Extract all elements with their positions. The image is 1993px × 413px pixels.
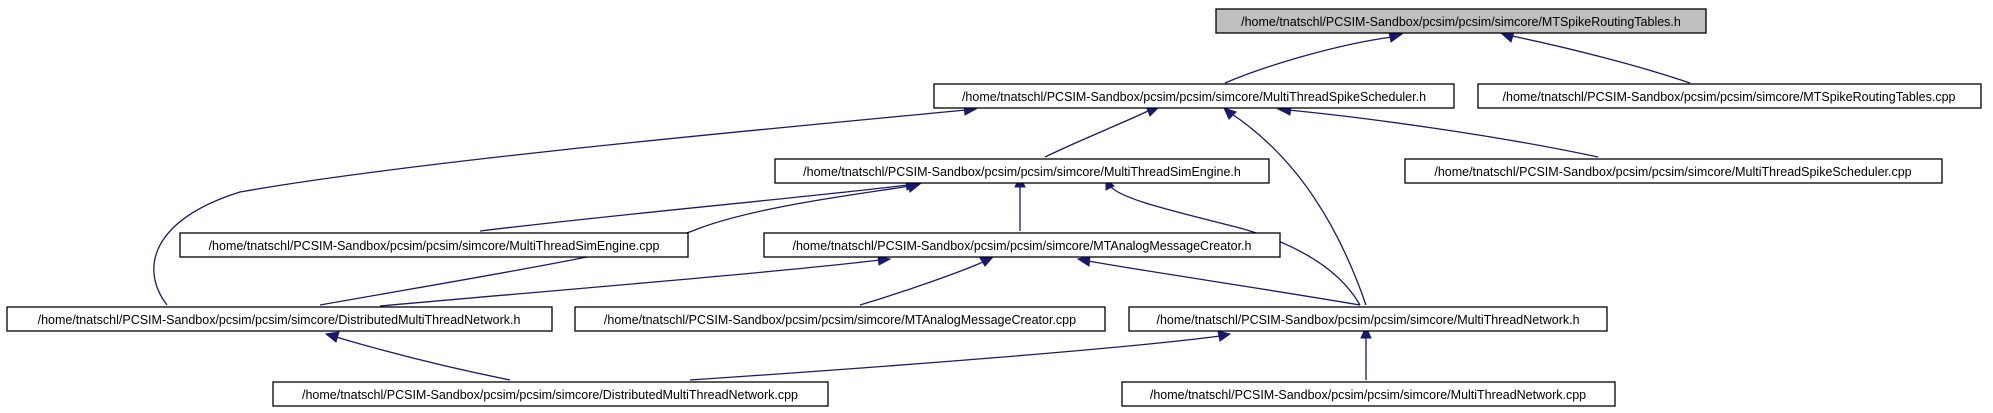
node-box xyxy=(574,306,1106,332)
node-box xyxy=(1477,83,1982,109)
node-box xyxy=(774,158,1270,184)
node-mtanalogmessagecreator-h[interactable]: /home/tnatschl/PCSIM-Sandbox/pcsim/pcsim… xyxy=(763,232,1281,258)
node-multithreadspikescheduler-h[interactable]: /home/tnatschl/PCSIM-Sandbox/pcsim/pcsim… xyxy=(933,83,1455,109)
edge-mtn-h-to-mtamc-h xyxy=(1087,260,1361,306)
edge-dmtn-h-to-mtamc-h xyxy=(379,259,881,307)
node-multithreadsimengine-h[interactable]: /home/tnatschl/PCSIM-Sandbox/pcsim/pcsim… xyxy=(774,158,1270,184)
node-label: /home/tnatschl/PCSIM-Sandbox/pcsim/pcsim… xyxy=(209,239,660,253)
node-label: /home/tnatschl/PCSIM-Sandbox/pcsim/pcsim… xyxy=(803,165,1241,179)
node-label: /home/tnatschl/PCSIM-Sandbox/pcsim/pcsim… xyxy=(604,313,1076,327)
node-multithreadnetwork-h[interactable]: /home/tnatschl/PCSIM-Sandbox/pcsim/pcsim… xyxy=(1128,306,1608,332)
node-box xyxy=(1121,381,1616,407)
edge-mtse-h-to-mtss-h xyxy=(1044,109,1151,158)
node-label: /home/tnatschl/PCSIM-Sandbox/pcsim/pcsim… xyxy=(38,313,521,327)
arrowhead xyxy=(1217,330,1232,342)
node-mtspikeroutingtables-cpp[interactable]: /home/tnatschl/PCSIM-Sandbox/pcsim/pcsim… xyxy=(1477,83,1982,109)
node-layer: /home/tnatschl/PCSIM-Sandbox/pcsim/pcsim… xyxy=(6,8,1982,407)
node-box xyxy=(272,381,829,407)
node-box xyxy=(763,232,1281,258)
node-label: /home/tnatschl/PCSIM-Sandbox/pcsim/pcsim… xyxy=(1156,313,1579,327)
arrowhead xyxy=(324,331,340,343)
node-box xyxy=(179,232,689,258)
edge-layer xyxy=(153,31,1691,381)
arrowhead xyxy=(907,182,922,193)
node-label: /home/tnatschl/PCSIM-Sandbox/pcsim/pcsim… xyxy=(962,90,1426,104)
arrowhead xyxy=(1360,325,1372,339)
node-multithreadspikescheduler-cpp[interactable]: /home/tnatschl/PCSIM-Sandbox/pcsim/pcsim… xyxy=(1404,158,1943,184)
node-label: /home/tnatschl/PCSIM-Sandbox/pcsim/pcsim… xyxy=(302,388,798,402)
node-box xyxy=(1404,158,1943,184)
edge-dmtn-cpp-to-mtn-h xyxy=(689,335,1221,381)
node-mtanalogmessagecreator-cpp[interactable]: /home/tnatschl/PCSIM-Sandbox/pcsim/pcsim… xyxy=(574,306,1106,332)
edge-dmtn-cpp-to-dmtn-h xyxy=(335,336,511,381)
node-mtspikeroutingtables-h[interactable]: /home/tnatschl/PCSIM-Sandbox/pcsim/pcsim… xyxy=(1215,8,1707,34)
edge-mtamc-cpp-to-mtamc-h xyxy=(859,261,984,306)
node-box xyxy=(1215,8,1707,34)
edge-mtss-cpp-to-mtss-h xyxy=(1287,109,1599,158)
node-label: /home/tnatschl/PCSIM-Sandbox/pcsim/pcsim… xyxy=(793,239,1252,253)
node-multithreadnetwork-cpp[interactable]: /home/tnatschl/PCSIM-Sandbox/pcsim/pcsim… xyxy=(1121,381,1616,407)
node-multithreadsimengine-cpp[interactable]: /home/tnatschl/PCSIM-Sandbox/pcsim/pcsim… xyxy=(179,232,689,258)
edge-mtn-h-to-mtss-h xyxy=(1231,113,1367,306)
node-label: /home/tnatschl/PCSIM-Sandbox/pcsim/pcsim… xyxy=(1241,15,1681,29)
node-box xyxy=(1128,306,1608,332)
node-label: /home/tnatschl/PCSIM-Sandbox/pcsim/pcsim… xyxy=(1503,90,1956,104)
node-box xyxy=(933,83,1455,109)
node-label: /home/tnatschl/PCSIM-Sandbox/pcsim/pcsim… xyxy=(1150,388,1586,402)
node-distributedmultithreadnetwork-h[interactable]: /home/tnatschl/PCSIM-Sandbox/pcsim/pcsim… xyxy=(6,306,553,332)
arrowhead xyxy=(979,257,994,267)
edge-mtn-h-to-mtse-h xyxy=(1109,185,1361,306)
edge-mtss-h-to-mtspike-h xyxy=(1224,36,1393,84)
arrowhead xyxy=(1223,107,1237,120)
node-label: /home/tnatschl/PCSIM-Sandbox/pcsim/pcsim… xyxy=(1434,165,1911,179)
edge-dmtn-h-to-mtss-h xyxy=(153,109,967,306)
edge-mtspike-cpp-to-mtspike-h xyxy=(1511,35,1691,84)
node-distributedmultithreadnetwork-cpp[interactable]: /home/tnatschl/PCSIM-Sandbox/pcsim/pcsim… xyxy=(272,381,829,407)
edge-mtse-cpp-to-mtse-h xyxy=(479,184,909,232)
node-box xyxy=(6,306,553,332)
